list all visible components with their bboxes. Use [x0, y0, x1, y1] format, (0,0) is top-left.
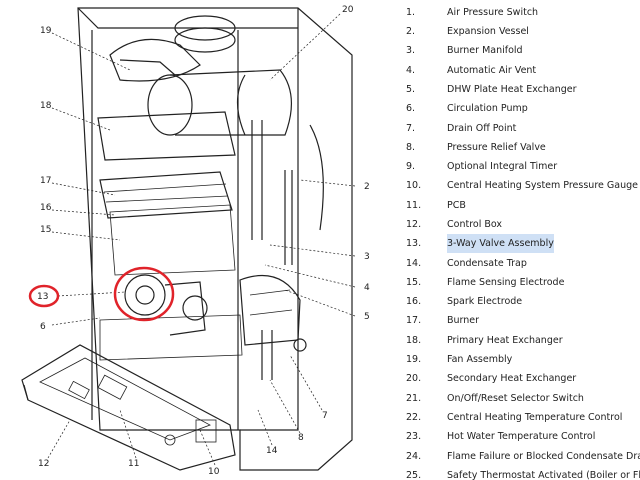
part-name: Safety Thermostat Activated (Boiler or F… [447, 470, 640, 480]
part-name: Fan Assembly [447, 354, 513, 365]
part-name: Spark Electrode [447, 296, 523, 307]
callout-2: 2 [364, 182, 370, 192]
callout-4: 4 [364, 283, 370, 293]
part-number: 12. [406, 219, 422, 230]
part-number: 17. [406, 315, 422, 326]
part-name: Flame Sensing Electrode [447, 277, 565, 288]
part-number: 7. [406, 123, 416, 134]
part-name: Hot Water Temperature Control [447, 431, 596, 442]
part-number: 3. [406, 45, 416, 56]
part-name: Drain Off Point [447, 123, 517, 134]
callout-12: 12 [38, 459, 49, 469]
part-number: 14. [406, 258, 422, 269]
part-number: 5. [406, 84, 416, 95]
callout-8: 8 [298, 433, 304, 443]
part-number: 25. [406, 470, 422, 480]
part-name-selected: 3-Way Valve Assembly [447, 234, 554, 253]
part-number: 1. [406, 7, 416, 18]
part-number: 21. [406, 393, 422, 404]
part-name: Burner Manifold [447, 45, 523, 56]
part-number: 19. [406, 354, 422, 365]
part-name: Air Pressure Switch [447, 7, 539, 18]
callout-5: 5 [364, 312, 370, 322]
part-number: 2. [406, 26, 416, 37]
part-number: 9. [406, 161, 416, 172]
callout-16: 16 [40, 203, 52, 213]
boiler-exploded-diagram: 19 20 18 17 16 15 2 3 4 5 13 6 7 8 14 11… [21, 5, 370, 477]
part-name: Expansion Vessel [447, 26, 529, 37]
part-name: Secondary Heat Exchanger [447, 373, 577, 384]
part-number: 20. [406, 373, 422, 384]
part-number: 13. [406, 238, 422, 249]
callout-3: 3 [364, 252, 370, 262]
callout-15: 15 [40, 225, 51, 235]
part-name: Pressure Relief Valve [447, 142, 546, 153]
part-number: 18. [406, 335, 422, 346]
part-name: Flame Failure or Blocked Condensate Drai… [447, 451, 640, 462]
part-number: 6. [406, 103, 416, 114]
part-name: Central Heating Temperature Control [447, 412, 623, 423]
part-number: 23. [406, 431, 422, 442]
part-name: Primary Heat Exchanger [447, 335, 563, 346]
part-number: 11. [406, 200, 422, 211]
callout-13: 13 [37, 292, 48, 302]
part-number: 10. [406, 180, 422, 191]
part-number: 24. [406, 451, 422, 462]
part-name: Control Box [447, 219, 503, 230]
callout-11: 11 [128, 459, 139, 469]
callout-17: 17 [40, 176, 51, 186]
part-name: Central Heating System Pressure Gauge [447, 180, 638, 191]
part-name: Optional Integral Timer [447, 161, 558, 172]
part-name: Circulation Pump [447, 103, 528, 114]
part-name: DHW Plate Heat Exchanger [447, 84, 577, 95]
callout-14: 14 [266, 446, 278, 456]
callout-10: 10 [208, 467, 220, 477]
part-name: PCB [447, 200, 466, 211]
control-box [21, 344, 236, 471]
part-name: Automatic Air Vent [447, 65, 537, 76]
callout-7: 7 [322, 411, 328, 421]
part-number: 16. [406, 296, 422, 307]
parts-legend: 1. Air Pressure Switch 2. Expansion Vessel… [400, 0, 640, 480]
callout-6: 6 [40, 322, 46, 332]
callout-19: 19 [40, 26, 52, 36]
part-name: On/Off/Reset Selector Switch [447, 393, 584, 404]
callout-20: 20 [342, 5, 354, 15]
callout-18: 18 [40, 101, 52, 111]
part-name: Burner [447, 315, 480, 326]
part-number: 8. [406, 142, 416, 153]
valve-highlight-ring [28, 266, 175, 322]
part-number: 15. [406, 277, 422, 288]
part-name: Condensate Trap [447, 258, 527, 269]
part-number: 22. [406, 412, 422, 423]
part-number: 4. [406, 65, 416, 76]
